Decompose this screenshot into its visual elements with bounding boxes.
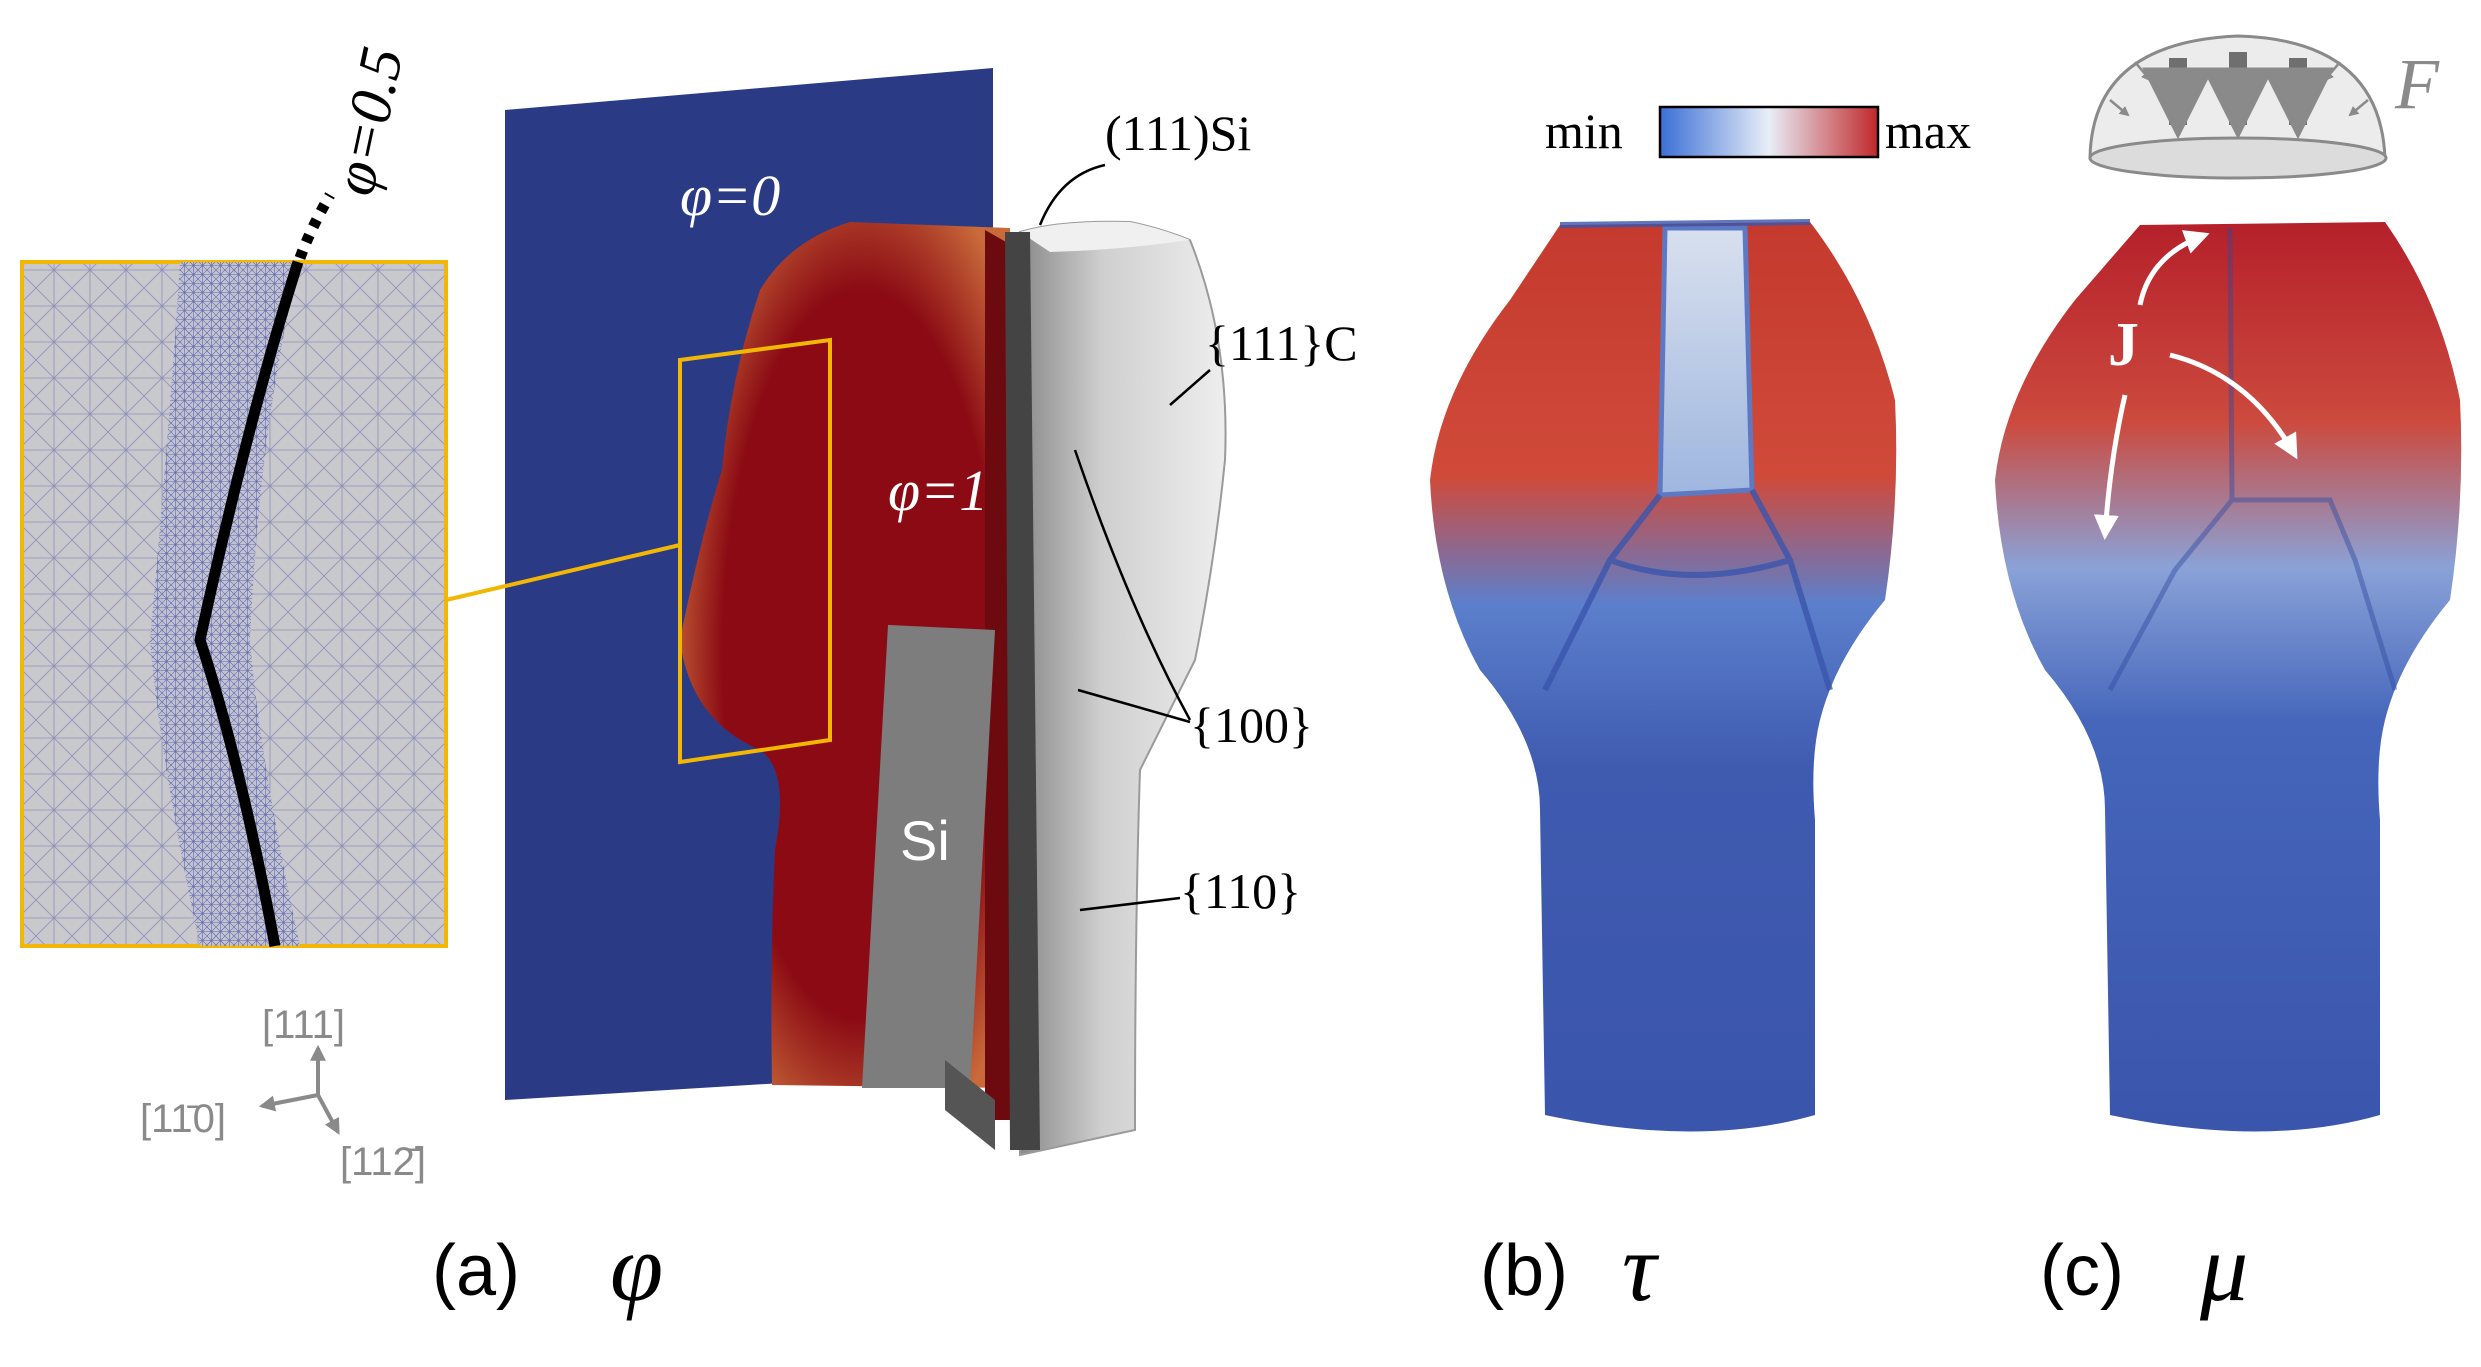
facet-110-label: {110} (1180, 863, 1301, 919)
colorbar-min-label: min (1545, 103, 1623, 159)
si-substrate-side (945, 1060, 995, 1150)
caption-a-symbol: φ (610, 1214, 663, 1321)
caption-c-letter: (c) (2040, 1231, 2124, 1311)
flux-arrow-right (2169, 352, 2298, 460)
leader-100b (1077, 688, 1191, 724)
facet-111c-label: {111}C (1205, 315, 1358, 371)
facet-100-label: {100} (1190, 697, 1313, 753)
tau-center-stripe (1657, 225, 1755, 498)
colorbar (1658, 105, 1880, 159)
mesh-inset (20, 260, 448, 948)
crystal-body (1019, 220, 1227, 1157)
leader-100 (1073, 449, 1192, 721)
si-substrate (862, 625, 995, 1088)
axis-11m2-label: [112̄] (340, 1140, 426, 1184)
mu-facet-edges (2107, 227, 2398, 692)
facet-111si-label: (111)Si (1105, 105, 1251, 161)
caption-b-letter: (b) (1480, 1231, 1568, 1311)
axis-1m10-label: [11̄0] (140, 1097, 226, 1141)
phi0-label: φ=0 (680, 163, 780, 228)
caption-c-symbol: μ (2199, 1214, 2248, 1321)
si-label: Si (900, 809, 950, 872)
interface-curve (194, 260, 304, 948)
zoom-leader (445, 543, 681, 602)
axis-111-label: [111] (262, 1003, 345, 1047)
flux-label: J (2108, 311, 2139, 379)
leader-111c (1169, 369, 1211, 406)
interface-dotted-extension (294, 192, 335, 260)
crystal-axes: [111] [11̄0] [112̄] (140, 1003, 426, 1184)
zoom-box (678, 337, 832, 765)
leader-111si (1038, 163, 1106, 226)
colorbar-max-label: max (1885, 103, 1971, 159)
crystal-side-shade (1005, 232, 1040, 1150)
leader-110 (1079, 896, 1181, 912)
flux-arrow-down (2093, 394, 2128, 540)
phi1-label: φ=1 (888, 458, 988, 523)
panel-b: min max (b) τ (1430, 103, 1971, 1321)
caption-a-letter: (a) (432, 1231, 520, 1311)
mu-body (1995, 222, 2462, 1132)
crystal-top (1020, 221, 1190, 252)
flux-arrow-up (2137, 230, 2210, 306)
panel-a: φ=0.5 φ=0 φ=1 Si (111)Si {111}C {100} {1… (20, 42, 1358, 1321)
tau-facet-edges (1542, 219, 1833, 692)
force-dome-icon (2088, 34, 2388, 180)
inset-phi-label: φ=0.5 (320, 42, 415, 201)
force-label: F (2394, 44, 2440, 124)
caption-b-symbol: τ (1622, 1214, 1660, 1321)
panel-c: F J (c) μ (1995, 34, 2462, 1321)
tau-body (1430, 222, 1897, 1132)
